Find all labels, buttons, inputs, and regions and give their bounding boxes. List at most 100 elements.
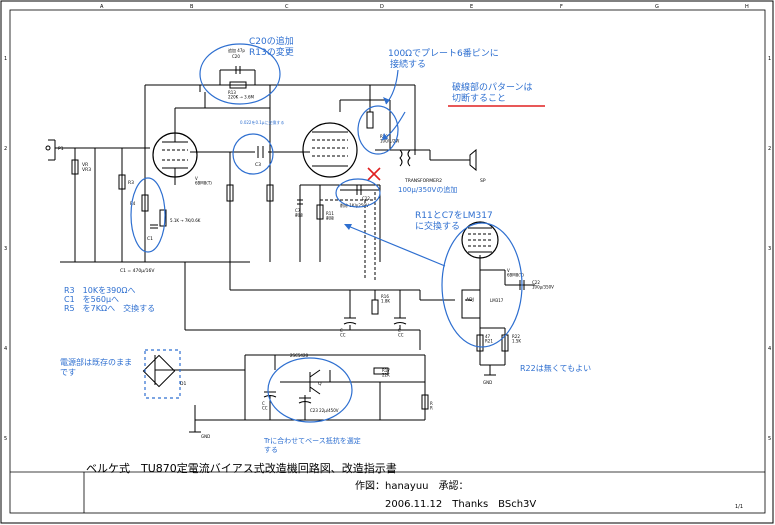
row-label: 3 [4,246,7,252]
speaker: SP [469,148,486,184]
row-label: 2 [768,146,771,152]
footer-page: 1/1 [735,504,743,510]
row-label: 1 [4,56,7,62]
resistor-r3: R3 [118,174,134,190]
annotation-texts: C20の追加 R13の変更 100Ωでプレート6番ピンに 接続する 破線部のパタ… [60,35,591,454]
col-label: F [560,4,563,10]
capacitor-c23: C23 22μ/450V [298,397,339,413]
adj-label: ADJ [466,297,474,303]
input-terminal: P1 [45,145,64,152]
gnd-symbol: GND [483,374,496,385]
row-label: 4 [4,346,7,352]
r3-label: R3 [128,180,134,186]
note-plate: 100Ωでプレート6番ピンに [388,47,499,59]
q-label: Q [318,381,322,387]
tube-v2 [302,122,358,178]
r5-label: 5.1K → 7K/0.6K [170,218,201,223]
note-pattern: 破線部のパターンは [452,81,533,93]
circuit-wiring [48,84,535,421]
c20-label: C20 [232,54,240,59]
footer-title: ベルケ式 TU870定電流バイアス式改造機回路図、改造指示書 [86,461,397,475]
lm317-label: LM317 [490,298,504,303]
note-tr-2: する [264,446,278,454]
grid-resistors [226,184,274,202]
c1-label: C1 [147,236,153,242]
v1-cathode-parts: C1 5.1K → 7K/0.6K R4 [130,194,201,242]
col-label: C [285,4,289,10]
col-label: B [190,4,194,10]
d1-label: D1 [180,381,186,387]
col-label: G [655,4,659,10]
note-power: 電源部は既存のまま [60,357,132,367]
row-label: 3 [768,246,771,252]
col-label: A [100,4,104,10]
note-tr: Trに合わせてベース抵抗を選定 [263,436,361,445]
capacitor-c3: C3 0.022を0.1μに交換する [240,119,284,168]
footer-date: 2006.11.12 Thanks BSch3V [385,499,536,510]
nc-label: 削除 1K/p250V [340,202,369,208]
c22-small-label: C22 [362,196,370,201]
row-label: 4 [768,346,771,352]
rectifier-d1: D1 [142,354,186,388]
c3-label: C3 [255,162,261,168]
note-power-2: です [60,368,76,377]
row-label: 5 [768,436,771,442]
col-label: E [470,4,473,10]
note-plate-2: 接続する [390,58,426,70]
p1-label: P1 [58,146,64,152]
cut-mark [367,167,381,181]
annotation-highlights [130,43,523,423]
regulator-lm317: ADJ LM317 [461,289,504,319]
c23-label: C23 22μ/450V [310,408,339,413]
note-r11c7: R11とC7をLM317 [415,210,493,221]
note-r3: R3 10Kを390Ωへ [64,286,135,295]
c20-value: 追加 47p [228,47,245,53]
col-label: H [745,4,749,10]
transistor-q: Q 2SC5428 [290,353,322,395]
c-bottom-label: C1 = 470μ/16V [120,268,155,274]
gnd-label: GND [201,434,210,439]
gnd-symbol: GND [189,420,210,439]
frame-row-labels: 1 2 3 4 5 1 2 3 4 5 [4,56,771,442]
cut-pattern-lines [299,192,376,280]
q-type-label: 2SC5428 [290,353,309,358]
col-label: D [380,4,384,10]
footer-author: 作図：hanayuu 承認： [355,479,469,492]
r4-label: R4 [130,201,136,206]
note-c20: C20の追加 [249,35,294,47]
note-r11c7-2: に交換する [415,220,460,232]
note-r22: R22は無くてもよい [520,363,591,373]
transformer-label: TRANSFORMER2 [404,178,442,184]
output-transformer: TRANSFORMER2 [399,149,442,184]
gnd-label: GND [483,380,492,385]
added-cap-c22: C22 削除 1K/p250V [340,185,380,208]
